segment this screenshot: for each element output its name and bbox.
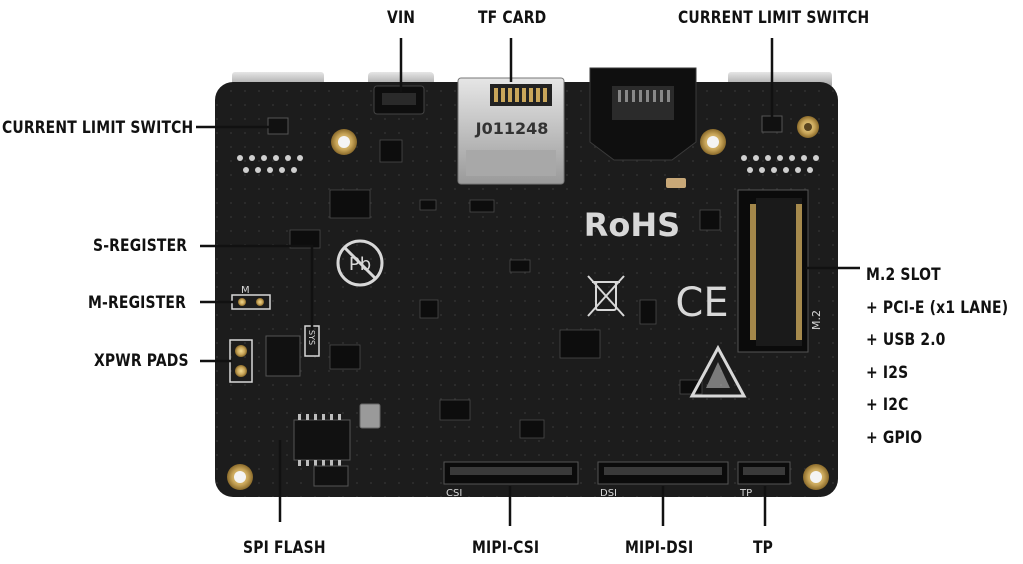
tp-silkscreen: TP xyxy=(739,488,752,499)
tf-card-slot xyxy=(457,77,565,185)
current-limit-switch-chip-right xyxy=(761,115,783,133)
smd-components xyxy=(289,139,721,439)
rohs-mark: RoHS xyxy=(584,206,680,244)
pad-row-right xyxy=(741,155,819,173)
tf-card-marking: J011248 xyxy=(475,119,549,138)
label-current-limit-switch-top: CURRENT LIMIT SWITCH xyxy=(678,8,870,28)
vin-connector xyxy=(373,85,425,115)
label-m2-slot-group: M.2 SLOT + PCI-E (x1 LANE) + USB 2.0 + I… xyxy=(866,259,1008,454)
pmic-chip xyxy=(265,335,301,377)
logo-triangle-icon xyxy=(689,344,747,398)
dsi-connector xyxy=(597,461,729,485)
leader-s-register xyxy=(200,244,314,330)
label-xpwr-pads: XPWR PADS xyxy=(94,351,189,371)
label-mipi-csi: MIPI-CSI xyxy=(472,538,540,558)
weee-bin-icon xyxy=(587,275,625,317)
label-mipi-dsi: MIPI-DSI xyxy=(625,538,694,558)
leader-lines xyxy=(196,38,860,526)
m2-slot xyxy=(737,189,809,353)
label-tp: TP xyxy=(753,538,774,558)
label-spi-flash: SPI FLASH xyxy=(243,538,326,558)
spi-flash-chip xyxy=(293,414,351,487)
current-limit-switch-chip-left xyxy=(267,117,289,135)
m2-feature-gpio: + GPIO xyxy=(866,427,923,448)
tp-connector xyxy=(737,461,791,485)
ce-mark: CE xyxy=(675,280,728,326)
sys-silkscreen: SYS xyxy=(307,330,316,345)
m-silkscreen: M xyxy=(241,285,250,296)
mounting-holes xyxy=(227,116,829,490)
m2-silkscreen: M.2 xyxy=(810,310,823,330)
m2-feature-pcie: + PCI-E (x1 LANE) xyxy=(866,297,1009,318)
label-current-limit-switch-left: CURRENT LIMIT SWITCH xyxy=(2,118,194,138)
crystal xyxy=(359,403,381,429)
csi-silkscreen: CSI xyxy=(446,488,462,499)
label-vin: VIN xyxy=(387,8,416,28)
pb-free-icon: Pb xyxy=(336,239,384,287)
m2-feature-usb: + USB 2.0 xyxy=(866,330,946,350)
pb-label: Pb xyxy=(349,254,371,275)
label-m-register: M-REGISTER xyxy=(88,293,186,313)
label-m2-slot: M.2 SLOT xyxy=(866,265,941,285)
m2-feature-i2s: + I2S xyxy=(866,362,909,383)
csi-connector xyxy=(443,461,579,485)
pad-row-left xyxy=(237,155,303,173)
m-register-pads xyxy=(231,294,271,310)
m2-feature-i2c: + I2C xyxy=(866,395,909,415)
label-s-register: S-REGISTER xyxy=(93,236,188,256)
dsi-silkscreen: DSI xyxy=(600,488,617,499)
capacitor xyxy=(666,178,686,188)
label-tf-card: TF CARD xyxy=(478,8,547,28)
ethernet-connector xyxy=(589,67,697,161)
